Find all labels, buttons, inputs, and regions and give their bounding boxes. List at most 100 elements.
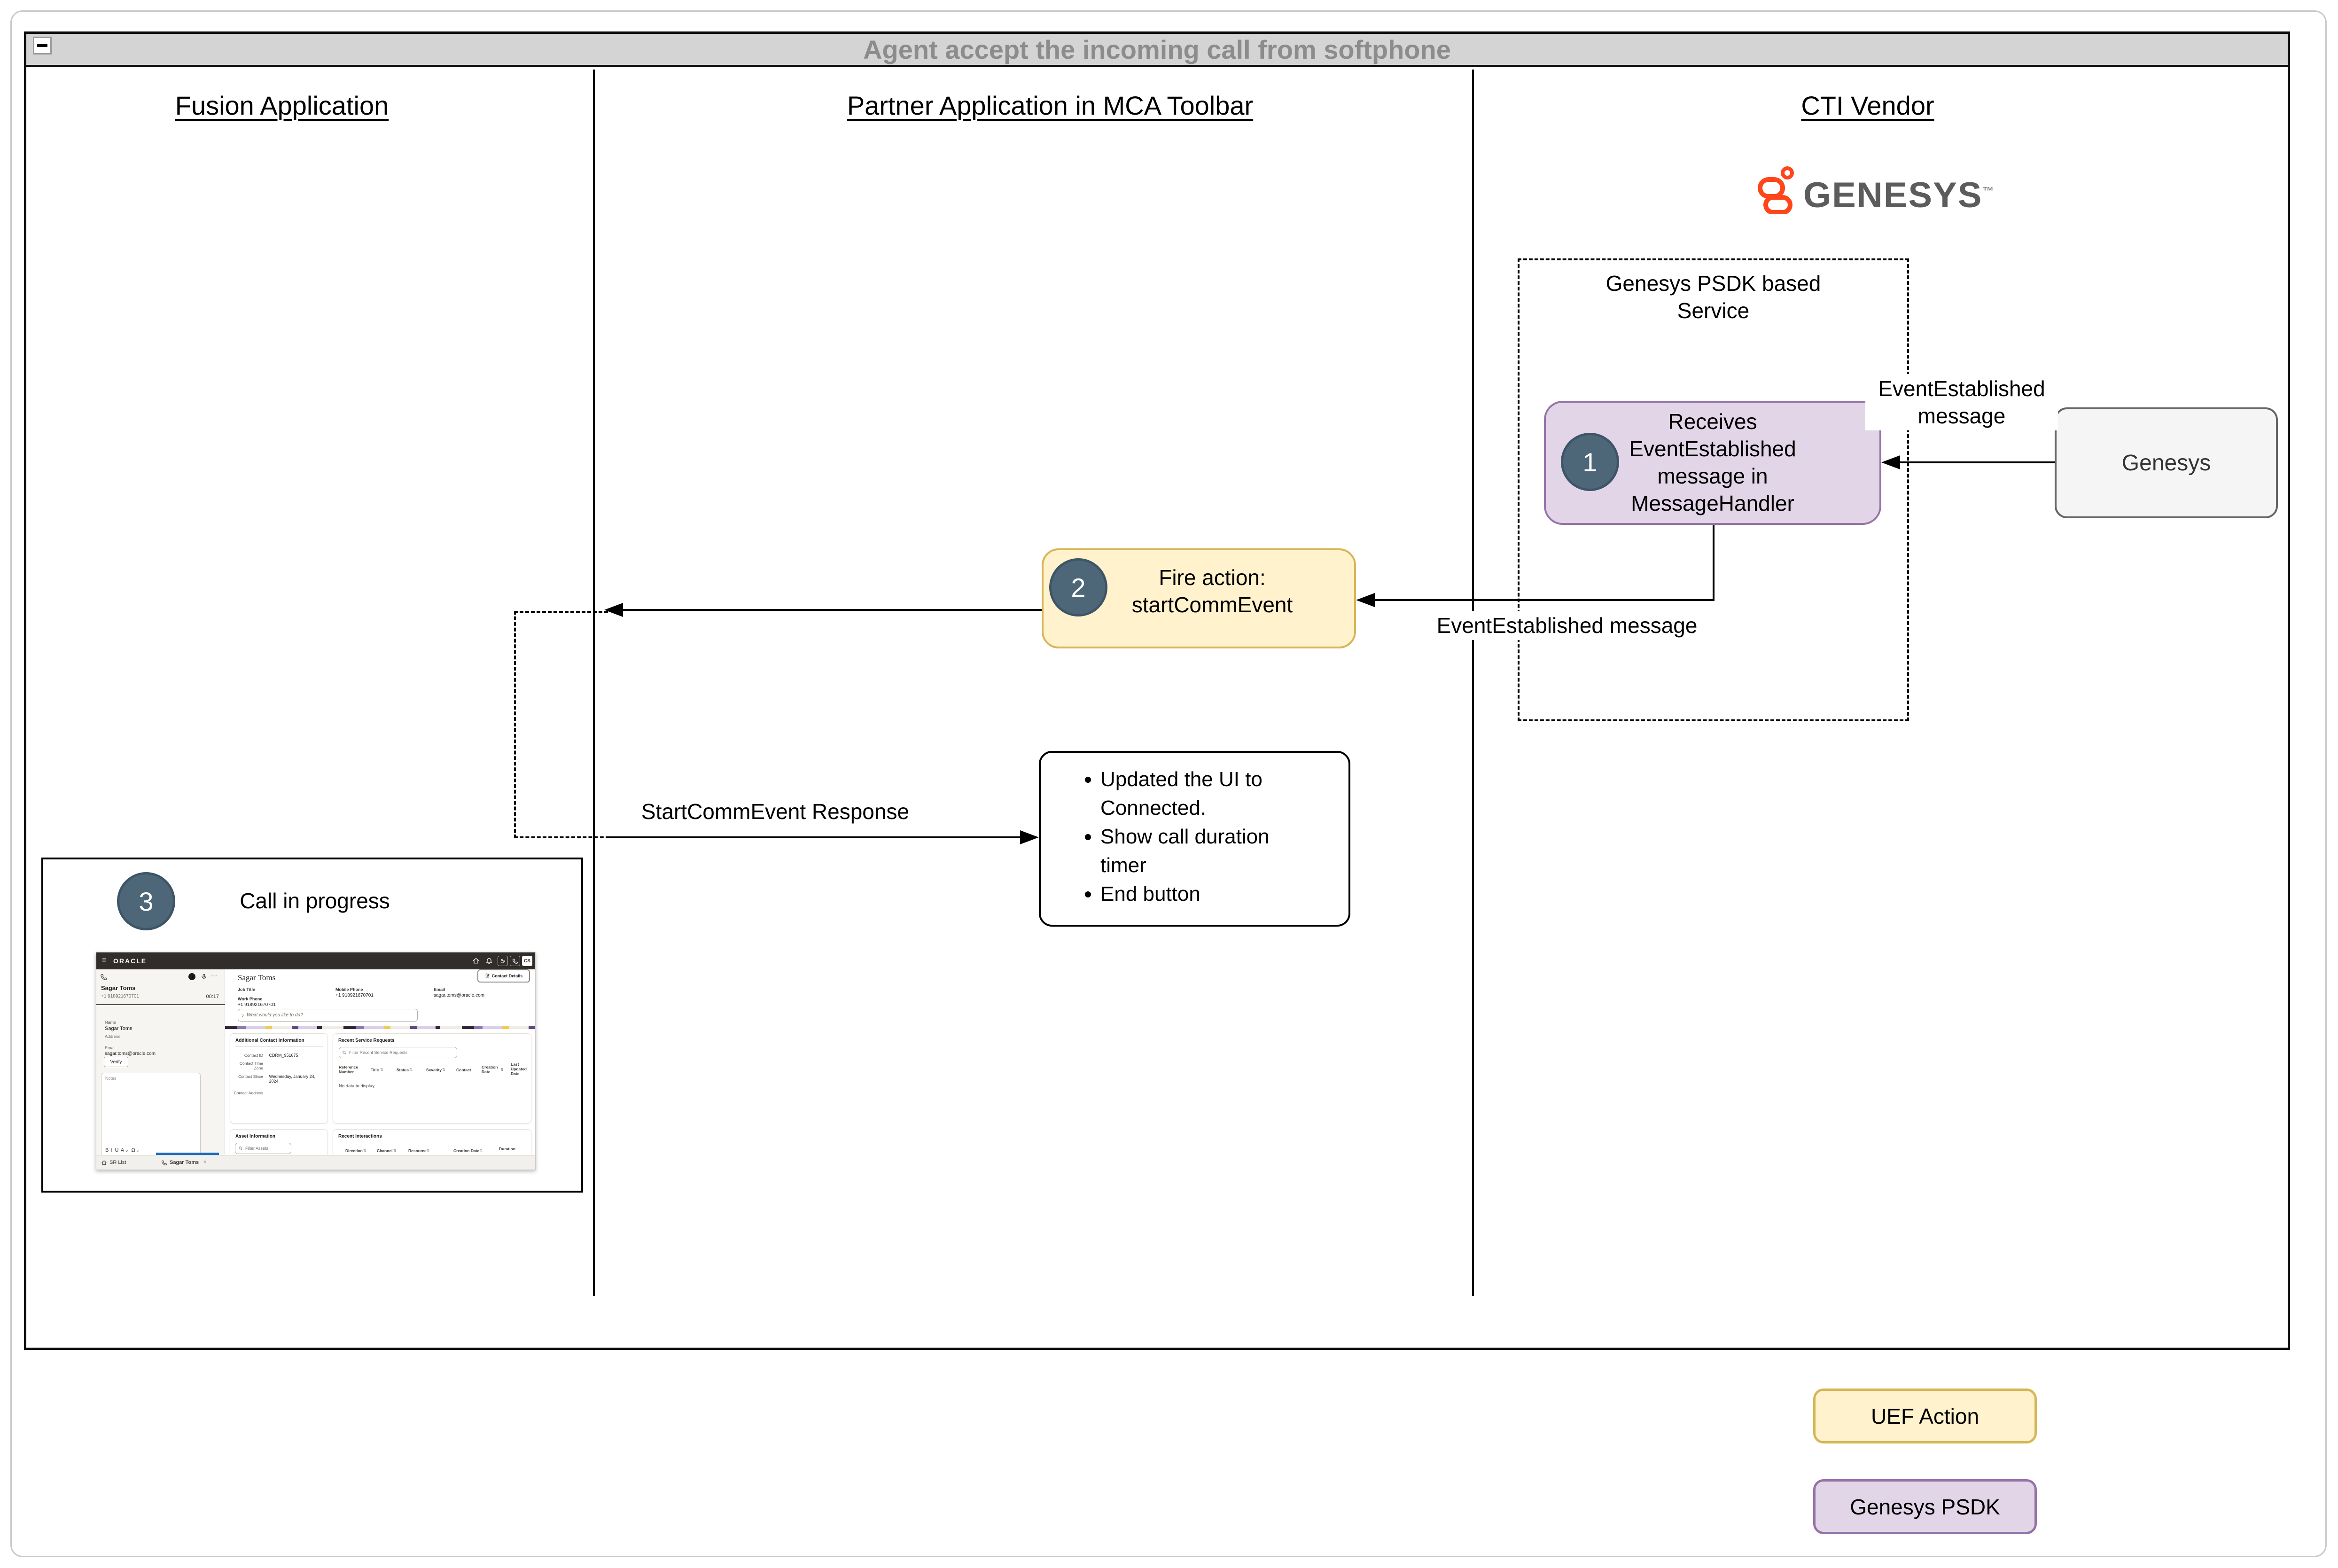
tab-contact[interactable]: Sagar Toms <box>170 1160 199 1165</box>
ri-col-duration[interactable]: Duration <box>499 1147 515 1151</box>
arrowhead-genesys-to-step1 <box>1881 455 1900 469</box>
row-contact-id: Contact ID CDRM_951675 <box>244 1053 298 1058</box>
mute-mic-icon[interactable] <box>201 973 207 980</box>
hamburger-menu-icon[interactable]: ≡ <box>102 956 106 964</box>
trademark: ™ <box>1982 185 1995 198</box>
sort-icon[interactable]: ⇅ <box>363 1148 366 1153</box>
panel-divider <box>96 1004 225 1005</box>
richtext-toolbar[interactable]: B I U A⌄ Ω⌄ <box>105 1147 140 1153</box>
result-bullet-2: Show call duration timer <box>1100 822 1304 880</box>
sr-col-creation[interactable]: Creation Date <box>482 1065 498 1074</box>
action-search-input[interactable]: › What would you like to do? <box>238 1009 418 1022</box>
fusion-bracket-bottom <box>514 836 609 838</box>
edge-step1-down <box>1713 525 1715 600</box>
info-icon[interactable]: i <box>188 973 195 980</box>
additional-contact-card: Additional Contact Information Contact I… <box>230 1033 328 1123</box>
contact-email-value: sagar.toms@oracle.com <box>434 993 484 998</box>
notes-placeholder: Notes <box>105 1076 117 1081</box>
sort-icon[interactable]: ⇅ <box>393 1148 397 1153</box>
ri-col-creation[interactable]: Creation Date <box>453 1148 480 1153</box>
sr-col-lastupd[interactable]: Last Updated Date <box>511 1062 527 1076</box>
fusion-bracket-top <box>514 611 608 613</box>
sr-col-severity[interactable]: Severity <box>426 1068 442 1072</box>
lane-header-cti: CTI Vendor <box>1801 91 1934 120</box>
step1-node-text: Receives EventEstablished message in Mes… <box>1629 409 1796 515</box>
sort-icon[interactable]: ⇅ <box>380 1068 383 1072</box>
mobile-phone-label: Mobile Phone <box>335 987 363 992</box>
step2-number-badge: 2 <box>1049 558 1107 616</box>
tab-sr-list[interactable]: SR List <box>109 1160 126 1165</box>
home-tab-icon[interactable] <box>101 1160 107 1166</box>
recent-interactions-title: Recent Interactions <box>338 1134 382 1139</box>
lane-header-partner: Partner Application in MCA Toolbar <box>847 91 1254 120</box>
oracle-logo: ORACLE <box>113 957 147 965</box>
row-contact-address: Contact Address <box>234 1091 263 1095</box>
minus-icon <box>37 44 47 47</box>
edit-doc-icon <box>485 974 490 978</box>
email-label: Email <box>105 1045 116 1050</box>
contact-content: Sagar Toms Contact Details Job Title Wor… <box>225 969 535 1162</box>
arrowhead-step1-to-step2 <box>1356 593 1375 607</box>
fusion-app-screenshot: ≡ ORACLE CS i ⋯ <box>96 952 536 1170</box>
home-icon[interactable] <box>472 957 480 965</box>
chevron-right-icon: › <box>242 1012 244 1019</box>
result-node-text: Updated the UI to Connected. Show call d… <box>1079 765 1304 908</box>
result-bullet-3: End button <box>1100 880 1304 908</box>
contact-details-button[interactable]: Contact Details <box>477 969 530 983</box>
notifications-bell-icon[interactable] <box>485 957 493 965</box>
sort-icon[interactable]: ⇅ <box>480 1148 483 1153</box>
contact-heading: Sagar Toms <box>238 973 276 982</box>
recent-sr-title: Recent Service Requests <box>338 1038 395 1043</box>
ri-col-direction[interactable]: Direction <box>345 1148 363 1153</box>
genesys-vendor-node: Genesys <box>2055 407 2278 518</box>
sr-col-status[interactable]: Status <box>397 1068 409 1072</box>
lane-divider-1 <box>593 70 595 1296</box>
arrowhead-step2-to-fusion <box>604 603 623 617</box>
lane-divider-2 <box>1472 70 1474 1296</box>
notes-editor[interactable]: Notes B I U A⌄ Ω⌄ <box>101 1073 201 1156</box>
sr-col-contact[interactable]: Contact <box>456 1068 471 1072</box>
sr-filter-input[interactable]: Filter Recent Service Requests <box>339 1047 457 1058</box>
more-options-icon[interactable]: ⋯ <box>211 972 218 979</box>
close-tab-icon[interactable]: × <box>203 1159 207 1165</box>
search-icon <box>239 1147 243 1151</box>
sr-col-reference[interactable]: Reference Number <box>339 1065 358 1074</box>
handset-icon <box>100 973 108 981</box>
edge-step1-to-step2 <box>1373 599 1715 601</box>
asset-filter-input[interactable]: Filter Assets <box>235 1143 291 1154</box>
edge-step2-to-fusion <box>621 609 1042 611</box>
legend-uef-action: UEF Action <box>1813 1389 2037 1443</box>
call-timer: 00:17 <box>206 994 219 999</box>
search-icon <box>343 1051 347 1055</box>
result-bullet-1: Updated the UI to Connected. <box>1100 765 1304 822</box>
sort-icon[interactable]: ⇅ <box>442 1068 445 1072</box>
sort-icon[interactable]: ⇅ <box>427 1148 430 1153</box>
softphone-panel: i ⋯ Sagar Toms +1 918921670701 00:17 Nam… <box>96 969 225 1156</box>
sort-icon[interactable]: ⇅ <box>410 1068 413 1072</box>
caller-number: +1 918921670701 <box>101 994 139 999</box>
sr-col-title[interactable]: Title <box>371 1068 379 1072</box>
edge-genesys-to-step1 <box>1898 461 2055 463</box>
genesys-wordmark: GENESYS™ <box>1803 175 1995 215</box>
work-phone-label: Work Phone <box>238 997 263 1001</box>
verify-button[interactable]: Verify <box>104 1057 128 1067</box>
phone-tab-icon[interactable] <box>161 1160 167 1166</box>
work-phone-value: +1 918921670701 <box>238 1002 276 1007</box>
caller-name: Sagar Toms <box>101 984 136 991</box>
lane-header-fusion: Fusion Application <box>175 91 389 120</box>
sr-empty-text: No data to display. <box>339 1084 375 1089</box>
phone-toolbar-icon[interactable] <box>510 956 520 966</box>
result-node <box>1039 751 1350 927</box>
sort-icon[interactable]: ⇅ <box>500 1068 504 1072</box>
user-avatar[interactable]: CS <box>522 956 532 966</box>
agent-status-icon[interactable] <box>498 956 508 966</box>
mini-app-header: ≡ ORACLE CS <box>96 952 535 969</box>
step2-node-text: Fire action: startCommEvent <box>1131 565 1293 617</box>
action-search-placeholder: What would you like to do? <box>247 1013 303 1018</box>
psdk-service-group-label: Genesys PSDK based Service <box>1605 271 1821 323</box>
email-value: sagar.toms@oracle.com <box>105 1051 156 1056</box>
ri-col-channel[interactable]: Channel <box>377 1148 393 1153</box>
collapse-button[interactable] <box>33 37 52 55</box>
ri-col-resource[interactable]: Resource <box>408 1148 427 1153</box>
step3-number-badge: 3 <box>117 872 175 930</box>
